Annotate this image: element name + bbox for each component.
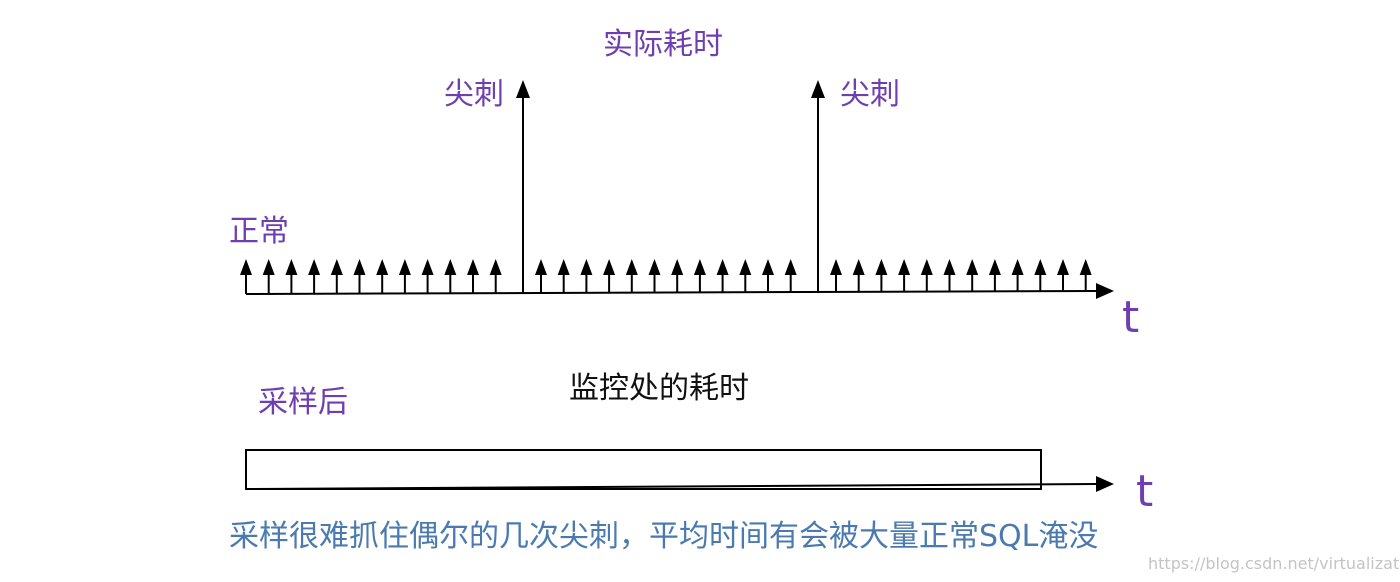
- normal-arrow-head: [784, 259, 797, 275]
- after-sampling-label: 采样后: [258, 385, 348, 420]
- normal-arrow-head: [830, 259, 842, 275]
- normal-arrows-group: [240, 259, 1092, 294]
- bottom-axis-t-label: t: [1136, 466, 1154, 517]
- normal-arrow-head: [966, 259, 979, 275]
- normal-arrow-head: [852, 259, 865, 275]
- normal-arrow-head: [943, 259, 956, 275]
- right-spike-label: 尖刺: [840, 77, 900, 112]
- normal-arrow-head: [1011, 259, 1024, 275]
- sampled-time-block: [245, 449, 1042, 490]
- normal-arrow-head: [716, 259, 729, 275]
- normal-arrow-head: [988, 259, 1001, 275]
- normal-arrow-head: [489, 259, 502, 275]
- normal-arrow-head: [467, 259, 479, 275]
- normal-arrow-head: [1079, 259, 1092, 275]
- normal-arrow-head: [693, 259, 706, 275]
- normal-arrow-head: [920, 259, 933, 275]
- normal-arrow-head: [648, 259, 661, 275]
- monitor-time-label: 监控处的耗时: [569, 371, 749, 406]
- caption-text: 采样很难抓住偶尔的几次尖刺，平均时间有会被大量正常SQL淹没: [229, 519, 1099, 554]
- normal-arrow-head: [398, 259, 411, 275]
- left-spike-label: 尖刺: [444, 77, 504, 112]
- left-spike-arrowhead: [516, 80, 530, 98]
- normal-arrow-head: [875, 259, 888, 275]
- normal-arrow-head: [762, 259, 774, 275]
- top-axis-t-label: t: [1122, 292, 1140, 343]
- normal-arrow-head: [580, 259, 593, 275]
- normal-arrow-head: [1034, 259, 1047, 275]
- normal-arrow-head: [444, 259, 457, 275]
- normal-arrow-head: [353, 259, 366, 275]
- bottom-time-axis-arrowhead: [1096, 476, 1114, 492]
- normal-arrow-head: [308, 259, 321, 275]
- normal-arrow-head: [421, 259, 434, 275]
- normal-arrow-head: [535, 259, 547, 275]
- normal-arrow-head: [376, 259, 389, 275]
- bottom-time-axis: [245, 483, 1097, 490]
- normal-arrow-head: [1057, 259, 1069, 275]
- normal-arrow-head: [898, 259, 911, 275]
- normal-arrow-head: [603, 259, 616, 275]
- right-spike-arrowhead: [811, 80, 825, 98]
- top-time-axis-arrowhead: [1096, 283, 1114, 299]
- normal-arrow-head: [240, 259, 252, 275]
- normal-label: 正常: [229, 214, 289, 249]
- watermark-text: https://blog.csdn.net/virtualization_: [1148, 554, 1400, 573]
- normal-arrow-head: [671, 259, 684, 275]
- normal-arrow-head: [557, 259, 570, 275]
- normal-arrow-head: [739, 259, 752, 275]
- normal-arrow-head: [330, 259, 343, 275]
- top-time-axis: [245, 290, 1097, 295]
- normal-arrow-head: [625, 259, 638, 275]
- normal-arrow-head: [285, 259, 298, 275]
- actual-time-label: 实际耗时: [603, 27, 723, 62]
- normal-arrow-head: [262, 259, 275, 275]
